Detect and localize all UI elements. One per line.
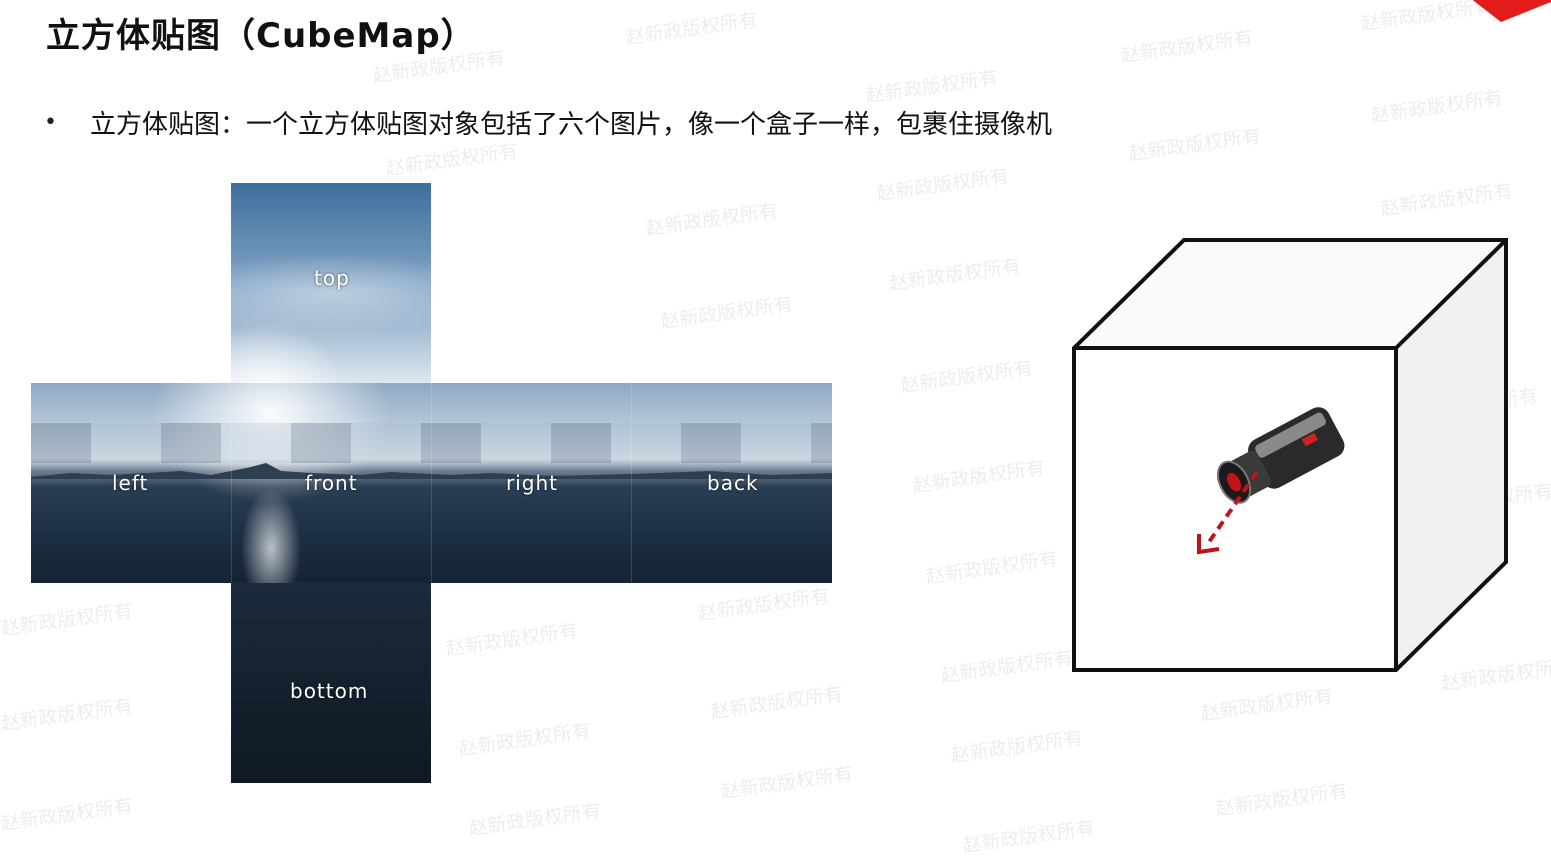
face-label-bottom: bottom [290, 679, 369, 703]
watermark: 赵新政版权所有 [1369, 86, 1505, 128]
watermark: 赵新政版权所有 [384, 139, 520, 181]
watermark: 赵新政版权所有 [0, 794, 135, 836]
cube-corner-edge [1394, 238, 1508, 350]
cubemap-face-top: top [231, 183, 431, 383]
watermark: 赵新政版权所有 [875, 164, 1011, 206]
slide-title: 立方体贴图（CubeMap） [46, 16, 476, 56]
corner-accent-shape [1472, 0, 1551, 22]
face-divider [431, 383, 432, 583]
watermark: 赵新政版权所有 [0, 599, 135, 641]
watermark: 赵新政版权所有 [949, 726, 1085, 768]
face-label-right: right [506, 471, 558, 495]
camera-icon [1197, 407, 1345, 555]
watermark: 赵新政版权所有 [887, 254, 1023, 296]
arrowhead-icon [1197, 534, 1220, 555]
watermark: 赵新政版权所有 [1214, 779, 1350, 821]
watermark: 赵新政版权所有 [899, 356, 1035, 398]
face-label-top: top [314, 266, 350, 290]
watermark: 赵新政版权所有 [444, 619, 580, 661]
watermark: 赵新政版权所有 [659, 292, 795, 334]
mountain-silhouette [31, 463, 832, 479]
watermark: 赵新政版权所有 [1127, 124, 1263, 166]
watermark: 赵新政版权所有 [696, 584, 832, 626]
bullet-item: • 立方体贴图：一个立方体贴图对象包括了六个图片，像一个盒子一样，包裹住摄像机 [44, 104, 1052, 141]
camera-lens-center [1226, 472, 1242, 492]
watermark: 赵新政版权所有 [911, 456, 1047, 498]
face-label-left: left [112, 471, 149, 495]
camera-body [1248, 407, 1345, 489]
camera-badge [1301, 432, 1318, 447]
bullet-dot-icon: • [44, 110, 57, 135]
cubemap-face-bottom: bottom [231, 583, 431, 783]
watermark: 赵新政版权所有 [961, 816, 1097, 858]
face-divider [231, 383, 232, 583]
watermark: 赵新政版权所有 [1119, 26, 1255, 68]
watermark: 赵新政版权所有 [939, 646, 1075, 688]
watermark: 赵新政版权所有 [709, 682, 845, 724]
watermark: 赵新政版权所有 [1199, 684, 1335, 726]
face-divider [631, 383, 632, 583]
watermark: 赵新政版权所有 [457, 719, 593, 761]
face-label-back: back [707, 471, 759, 495]
accent-triangle [1472, 0, 1551, 22]
watermark: 赵新政版权所有 [467, 799, 603, 841]
cube-side-face [1396, 240, 1506, 670]
face-label-front: front [305, 471, 358, 495]
watermark: 赵新政版权所有 [0, 694, 135, 736]
mountain-ridge [31, 463, 832, 479]
watermark: 赵新政版权所有 [864, 66, 1000, 108]
watermark: 赵新政版权所有 [644, 199, 780, 241]
cloud-band [31, 423, 832, 463]
watermark: 赵新政版权所有 [924, 547, 1060, 589]
watermark: 赵新政版权所有 [719, 762, 855, 804]
camera-top-panel [1255, 412, 1326, 458]
watermark: 赵新政版权所有 [624, 8, 760, 50]
cubemap-horizontal-strip: left front right back [31, 383, 832, 583]
watermark: 赵新政版权所有 [1379, 179, 1515, 221]
cube-outline [1072, 238, 1508, 672]
cube-diagram [1072, 238, 1508, 672]
cube-top-face [1074, 240, 1506, 348]
bullet-text: 立方体贴图：一个立方体贴图对象包括了六个图片，像一个盒子一样，包裹住摄像机 [90, 110, 1053, 140]
